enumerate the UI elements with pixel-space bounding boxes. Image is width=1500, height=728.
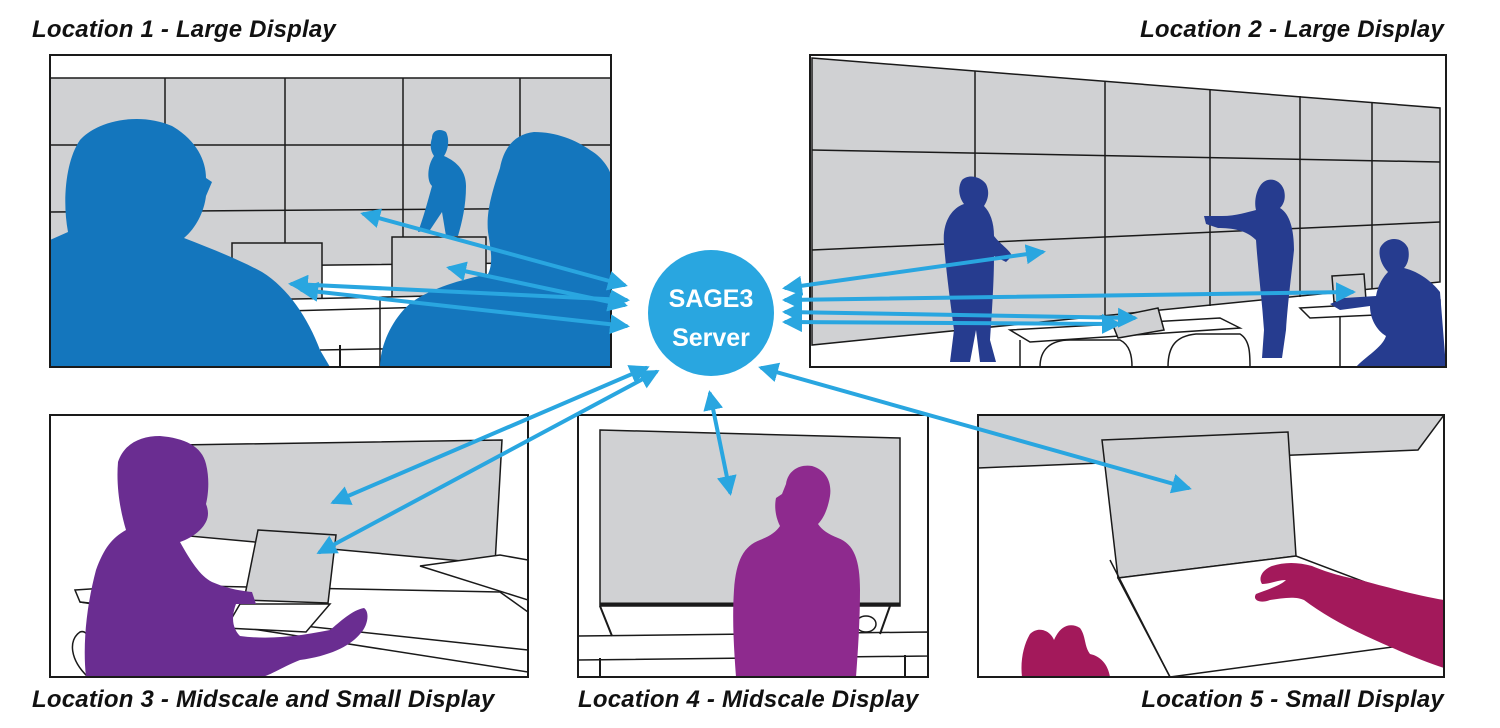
caption-location-4: Location 4 - Midscale Display [578,686,919,713]
arrow-location-2 [782,282,1356,310]
arrow-location-2 [782,244,1046,296]
person-silhouette [733,465,860,677]
location-2-scene [810,55,1446,367]
caption-location-2: Location 2 - Large Display [1140,16,1444,43]
caption-location-1: Location 1 - Large Display [32,16,336,43]
location-1-scene [50,55,611,367]
server-label-line1: SAGE3 [669,285,754,313]
person-silhouette [1330,239,1446,367]
location-5-scene [978,415,1444,677]
location-4-scene [578,415,928,677]
arrow-location-5 [758,362,1192,494]
location-3-scene [50,415,528,677]
caption-location-5: Location 5 - Small Display [1141,686,1444,713]
arrow-location-2 [782,312,1122,334]
person-silhouette [84,436,368,677]
arrow-location-4 [703,390,737,496]
connection-arrows [288,208,1356,554]
sage3-server-node: SAGE3 Server [648,250,774,376]
laptop [243,529,337,604]
arrow-location-3 [316,370,660,554]
person-silhouette [1204,179,1294,358]
object-silhouette [1021,625,1110,677]
server-circle [648,250,774,376]
arrow-location-1 [298,281,630,335]
person-silhouette [50,118,330,367]
small-display [1101,431,1297,579]
hand-silhouette [1254,563,1444,668]
server-label-line2: Server [672,324,750,352]
caption-location-3: Location 3 - Midscale and Small Display [32,686,495,713]
